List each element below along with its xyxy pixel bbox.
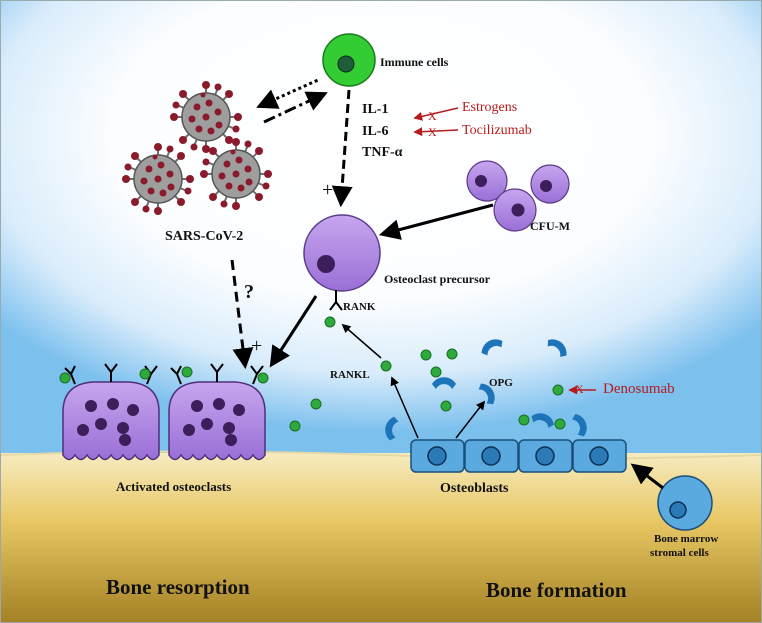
estrogens-block-mark: X [428, 109, 437, 123]
question-mark: ? [244, 281, 254, 303]
tocilizumab-inhibit-arrow [413, 127, 459, 137]
rankl-label: RANKL [330, 369, 370, 381]
cfu-m-label: CFU-M [530, 219, 570, 233]
denosumab-label: Denosumab [603, 381, 675, 397]
activated-osteoclast [59, 363, 160, 461]
opg-label: OPG [489, 377, 513, 389]
virus-particle [121, 142, 195, 216]
rankl-molecules [289, 348, 566, 432]
immune-cells-label: Immune cells [380, 55, 449, 69]
osteoclast-precursor-cell [303, 214, 381, 328]
bone-resorption-title: Bone resorption [106, 575, 250, 599]
cfu-m-cell [530, 164, 570, 204]
rank-receptor [329, 290, 343, 311]
bone-marrow-label-line1: Bone marrow [654, 533, 719, 545]
precursor-to-osteoclast-arrow [269, 295, 318, 368]
tocilizumab-block-mark: X [428, 125, 437, 139]
activated-osteoclast [168, 363, 269, 461]
osteoblast-cell [572, 439, 627, 473]
estrogens-inhibit-arrow [413, 107, 459, 121]
osteoblast-row [410, 439, 627, 473]
cytokine-arrow [331, 89, 353, 208]
il6-label: IL-6 [362, 124, 389, 139]
rank-label: RANK [343, 301, 376, 313]
activated-osteoclasts-label: Activated osteoclasts [116, 479, 232, 494]
plus-sign-cytokines: + [322, 179, 334, 201]
sars-cov-2-label: SARS-CoV-2 [165, 229, 244, 244]
rankl-to-rank-arrow [341, 323, 382, 359]
bone-formation-title: Bone formation [486, 578, 627, 602]
bone-marrow-label-line2: stromal cells [650, 547, 709, 559]
virus-particle [199, 137, 273, 211]
cfu-m-to-precursor-arrow [378, 203, 494, 240]
denosumab-block-mark: X [575, 382, 584, 396]
virus-particle [169, 80, 243, 154]
osteoblast-to-rankl-arrow [390, 376, 419, 439]
tnf-label: TNF-α [362, 145, 403, 160]
tocilizumab-label: Tocilizumab [462, 123, 532, 138]
osteoblast-cell [410, 439, 465, 473]
il1-label: IL-1 [362, 102, 389, 117]
osteoblast-to-opg-arrow [455, 400, 486, 439]
immune-cell [322, 33, 376, 87]
osteoblast-cell [464, 439, 519, 473]
cfu-m-cell [493, 188, 537, 232]
immune-to-virus-arrow [256, 78, 319, 109]
bone-marrow-stromal-cell [657, 475, 713, 531]
estrogens-label: Estrogens [462, 100, 518, 115]
osteoclast-precursor-label: Osteoclast precursor [384, 272, 491, 286]
cfu-m-cell [466, 160, 508, 202]
virus-to-immune-arrow [263, 91, 328, 124]
stromal-to-osteoblast-arrow [630, 463, 664, 490]
plus-sign-virus: + [251, 335, 263, 357]
osteoblasts-label: Osteoblasts [440, 481, 509, 496]
osteoblast-cell [518, 439, 573, 473]
virus-to-osteoclast-arrow [230, 259, 254, 370]
